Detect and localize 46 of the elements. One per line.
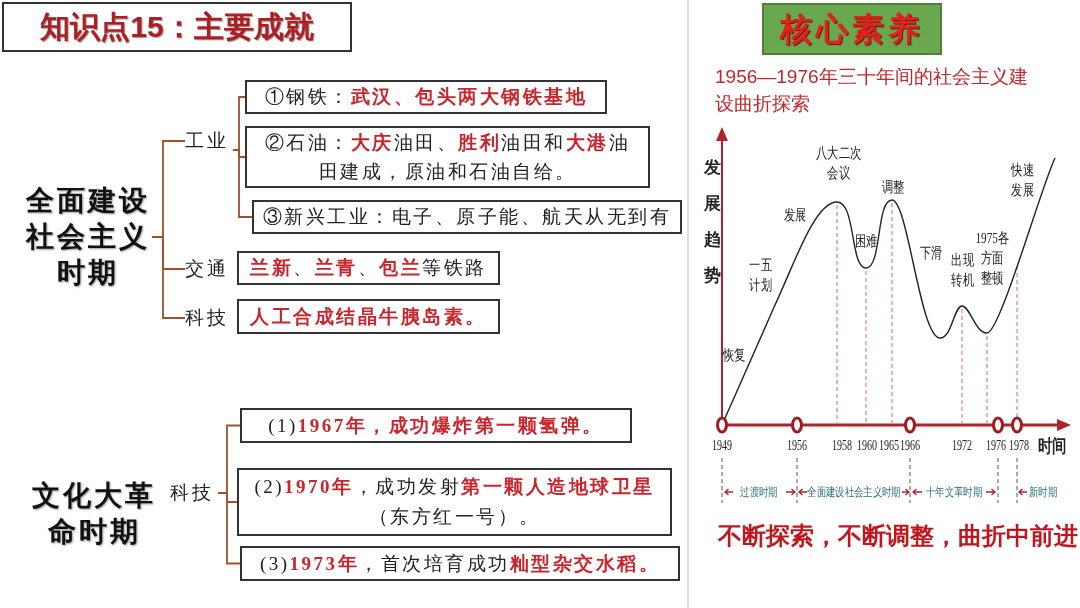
year-label: 1965: [878, 437, 900, 455]
heading-banner: 核心素养: [762, 3, 942, 55]
curve-annotation: 恢复: [722, 346, 746, 365]
achievement-box: ①钢铁：武汉、包头两大钢铁基地: [245, 80, 607, 114]
chart-subtitle: 1956—1976年三十年间的社会主义建设曲折探索: [715, 65, 1029, 116]
achievement-box: 兰新、兰青、包兰等铁路: [237, 251, 500, 285]
curve-annotation: 一五计划: [747, 256, 773, 295]
curve-annotation: 1975各方面整顿: [974, 229, 1010, 288]
year-label: 1966: [899, 437, 921, 455]
curve-annotation: 出现转机: [949, 251, 975, 290]
category-label: 科技: [185, 306, 233, 330]
period-label: 过渡时期: [740, 484, 778, 500]
year-label: 1972: [951, 437, 973, 455]
period-heading: 文化大革命时期: [30, 478, 158, 550]
category-label: 科技: [170, 481, 218, 505]
year-label: 1960: [856, 437, 878, 455]
bracket-line: [151, 236, 186, 319]
curve-annotation: 发展: [783, 206, 807, 225]
achievement-box: ③新兴工业：电子、原子能、航天从无到有: [252, 200, 682, 234]
period-heading: 全面建设社会主义时期: [24, 183, 152, 291]
curve-annotation: 调整: [881, 178, 905, 197]
curve-annotation: 困难: [854, 232, 878, 251]
year-label: 1956: [786, 437, 808, 455]
achievement-box: (3)1973年，首次培育成功籼型杂交水稻。: [240, 546, 680, 581]
curve-annotation: 下滑: [919, 244, 943, 263]
title-banner: 知识点15：主要成就: [2, 2, 352, 52]
year-label: 1976: [985, 437, 1007, 455]
period-label: 十年文革时期: [925, 484, 983, 500]
period-label: 新时期: [1028, 484, 1058, 500]
slogan-text: 不断探索，不断调整，曲折中前进: [718, 522, 1078, 551]
achievement-box: ②石油：大庆油田、胜利油田和大港油田建成，原油和石油自给。: [245, 126, 650, 188]
year-label: 1958: [831, 437, 853, 455]
curve-annotation: 快速发展: [1009, 161, 1035, 200]
achievement-box: (1)1967年，成功爆炸第一颗氢弹。: [240, 408, 632, 443]
category-label: 工业: [185, 129, 233, 153]
axis-title: 时间: [1037, 435, 1067, 457]
axis-title: 发展趋势: [703, 157, 721, 287]
achievement-box: 人工合成结晶牛胰岛素。: [237, 299, 500, 334]
period-label: 全面建设社会主义时期: [807, 484, 901, 500]
year-label: 1978: [1008, 437, 1030, 455]
curve-annotation: 八大二次会议: [814, 144, 862, 183]
bracket-line: [217, 492, 241, 565]
achievement-box: (2)1970年，成功发射第一颗人造地球卫星（东方红一号）。: [237, 468, 672, 536]
bracket-line: [232, 149, 253, 218]
category-label: 交通: [185, 257, 233, 281]
year-label: 1949: [711, 437, 733, 455]
